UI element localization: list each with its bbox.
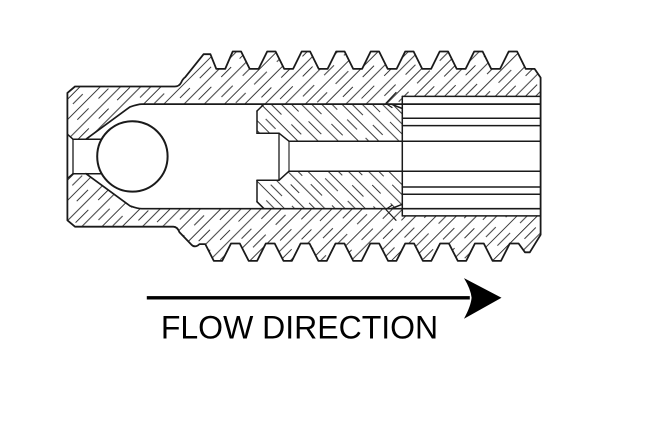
svg-text:FLOW DIRECTION: FLOW DIRECTION bbox=[161, 310, 438, 346]
